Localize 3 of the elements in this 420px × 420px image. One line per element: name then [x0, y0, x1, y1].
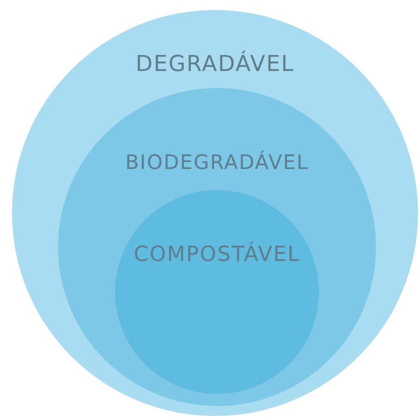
circle-label: BIODEGRADÁVEL [124, 150, 310, 174]
circle-label: DEGRADÁVEL [134, 52, 296, 77]
circle-label: COMPOSTÁVEL [132, 242, 302, 266]
